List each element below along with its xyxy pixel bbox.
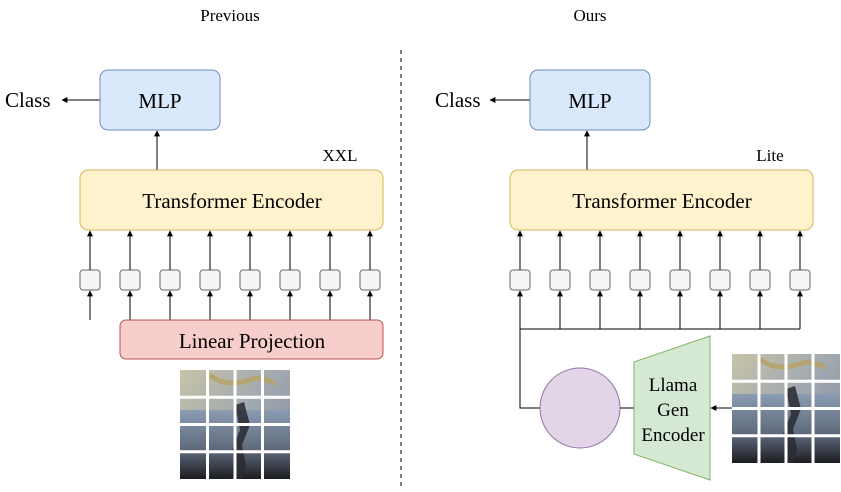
left-patched-image: [180, 370, 290, 479]
left-projection-box: [119, 319, 384, 360]
llamagen-label-line2: Gen: [657, 400, 689, 421]
left-token-box: [199, 269, 221, 291]
right-token-box: [749, 269, 771, 291]
right-token-row: [509, 230, 811, 329]
right-class-label: Class: [435, 88, 481, 112]
left-token-box: [239, 269, 261, 291]
right-panel: Ours Class MLP Lite Transformer Encoder …: [435, 6, 840, 481]
left-token-box: [159, 269, 181, 291]
left-token-box: [319, 269, 341, 291]
right-encoder-label: Transformer Encoder: [572, 189, 751, 213]
codebook-circle: [539, 367, 621, 449]
right-token-box: [589, 269, 611, 291]
right-token-box: [709, 269, 731, 291]
right-heading: Ours: [573, 6, 606, 25]
right-mlp-label: MLP: [568, 89, 611, 113]
left-class-label: Class: [5, 88, 51, 112]
left-token-box: [279, 269, 301, 291]
right-token-box: [509, 269, 531, 291]
right-token-box: [629, 269, 651, 291]
left-token-box: [79, 269, 101, 291]
right-codebook-to-bus-line: [519, 329, 540, 409]
right-patched-image: [732, 354, 840, 463]
left-token-box: [119, 269, 141, 291]
left-mlp-box: [99, 69, 221, 131]
left-mlp-label: MLP: [138, 89, 181, 113]
left-projection-label: Linear Projection: [179, 329, 326, 353]
left-heading: Previous: [200, 6, 260, 25]
right-size-label: Lite: [756, 146, 783, 165]
left-size-label: XXL: [323, 146, 358, 165]
llamagen-label-line3: Encoder: [641, 425, 705, 446]
right-token-box: [789, 269, 811, 291]
left-encoder-label: Transformer Encoder: [142, 189, 321, 213]
right-token-box: [549, 269, 571, 291]
right-token-box: [669, 269, 691, 291]
right-encoder-box: [509, 169, 814, 231]
left-encoder-box: [79, 169, 384, 231]
left-panel: Previous Class MLP XXL Transformer Encod…: [5, 6, 384, 479]
left-token-box: [359, 269, 381, 291]
left-token-row: [79, 230, 381, 320]
right-mlp-box: [529, 69, 651, 131]
llamagen-label-line1: Llama: [649, 375, 698, 396]
llamagen-encoder-trapezoid: [633, 335, 711, 481]
